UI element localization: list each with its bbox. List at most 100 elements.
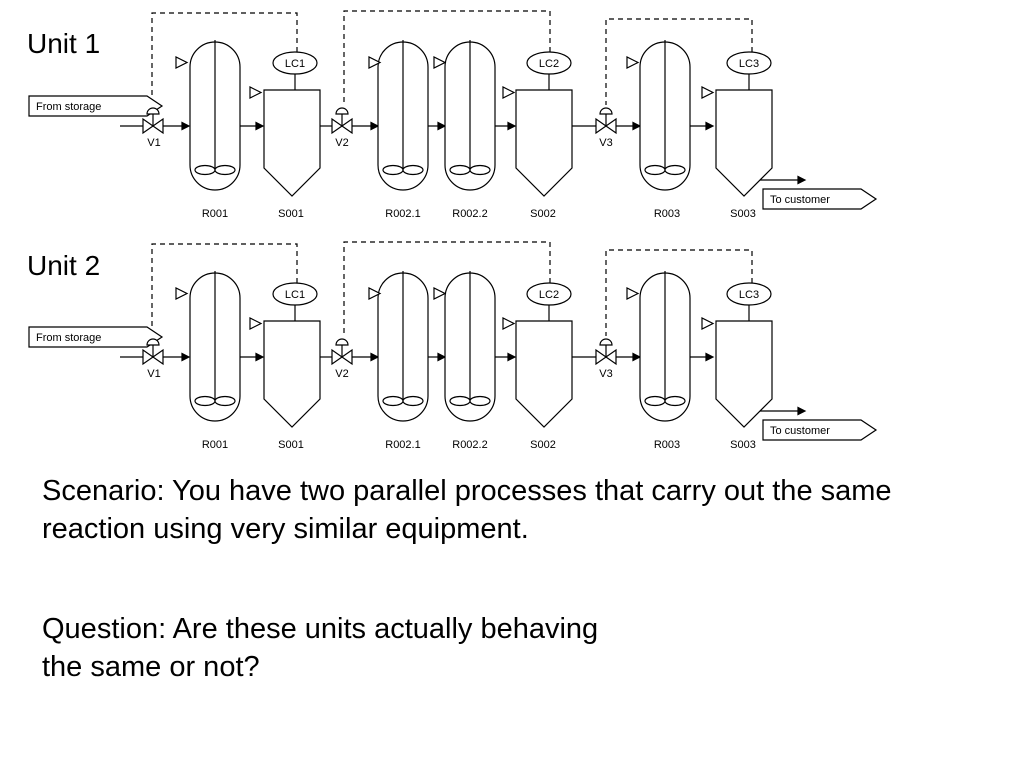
level-controller-lc2-label: LC2 xyxy=(539,58,559,70)
separator-s002 xyxy=(515,320,573,428)
separator-s002 xyxy=(515,89,573,197)
to-customer-label-text: To customer xyxy=(770,425,830,437)
equipment-label-r002-1: R002.1 xyxy=(385,439,420,451)
equipment-label-s001: S001 xyxy=(278,208,304,220)
feed-marker-s002 xyxy=(502,317,516,330)
arrow-into-s003 xyxy=(705,352,715,362)
from-storage-label-text: From storage xyxy=(36,332,101,344)
equipment-label-s002: S002 xyxy=(530,208,556,220)
valve-label-v2: V2 xyxy=(335,368,348,380)
arrow-into-r003 xyxy=(632,121,642,131)
arrow-into-r002-2 xyxy=(437,352,447,362)
reactor-r002-1-impeller-left xyxy=(382,395,404,407)
feed-marker-s003 xyxy=(701,86,715,99)
reactor-r003-impeller-right xyxy=(664,164,686,176)
arrow-to-customer xyxy=(797,175,807,185)
level-controller-lc1-label: LC1 xyxy=(285,289,305,301)
reactor-r002-1-impeller-right xyxy=(402,164,424,176)
feed-marker-r002-1 xyxy=(368,287,382,300)
valve-label-v3: V3 xyxy=(599,137,612,149)
reactor-r003-impeller-right xyxy=(664,395,686,407)
arrow-into-s002 xyxy=(507,121,517,131)
equipment-label-r001: R001 xyxy=(202,208,228,220)
feed-marker-s002 xyxy=(502,86,516,99)
arrow-into-s002 xyxy=(507,352,517,362)
equipment-label-r002-2: R002.2 xyxy=(452,439,487,451)
equipment-label-s001: S001 xyxy=(278,439,304,451)
valve-label-v2: V2 xyxy=(335,137,348,149)
reactor-r002-2-impeller-left xyxy=(449,164,471,176)
equipment-label-s003: S003 xyxy=(730,439,756,451)
control-valve-v2-actuator xyxy=(335,107,349,115)
reactor-r002-1-impeller-right xyxy=(402,395,424,407)
feed-marker-r003 xyxy=(626,56,640,69)
to-customer-label xyxy=(762,188,878,210)
arrow-into-r003 xyxy=(632,352,642,362)
equipment-label-r002-1: R002.1 xyxy=(385,208,420,220)
reactor-r001-impeller-left xyxy=(194,395,216,407)
control-valve-v3-actuator xyxy=(599,107,613,115)
reactor-r003-impeller-left xyxy=(644,395,666,407)
level-controller-lc3-label: LC3 xyxy=(739,58,759,70)
control-valve-v1-actuator xyxy=(146,338,160,346)
separator-s003 xyxy=(715,320,773,428)
unit-2-title: Unit 2 xyxy=(27,250,101,281)
reactor-r002-2-impeller-left xyxy=(449,395,471,407)
equipment-label-r002-2: R002.2 xyxy=(452,208,487,220)
control-valve-v1-actuator xyxy=(146,107,160,115)
feed-marker-r001 xyxy=(175,287,189,300)
control-signal-lc2-v2 xyxy=(343,10,551,105)
from-storage-label-text: From storage xyxy=(36,101,101,113)
valve-label-v3: V3 xyxy=(599,368,612,380)
to-customer-label xyxy=(762,419,878,441)
reactor-r002-2-impeller-right xyxy=(469,164,491,176)
control-signal-lc1-v1 xyxy=(151,243,298,336)
reactor-r001-impeller-left xyxy=(194,164,216,176)
scenario-text: Scenario: You have two parallel processe… xyxy=(42,475,892,545)
control-signal-lc2-v2 xyxy=(343,241,551,336)
separator-s001 xyxy=(263,320,321,428)
reactor-r001-impeller-right xyxy=(214,395,236,407)
to-customer-label-text: To customer xyxy=(770,194,830,206)
arrow-into-r002-1 xyxy=(370,121,380,131)
equipment-label-s003: S003 xyxy=(730,208,756,220)
arrow-into-s001 xyxy=(255,121,265,131)
feed-marker-r002-2 xyxy=(433,287,447,300)
arrow-to-customer xyxy=(797,406,807,416)
control-valve-v2-actuator xyxy=(335,338,349,346)
feed-marker-r002-1 xyxy=(368,56,382,69)
reactor-r002-1-impeller-left xyxy=(382,164,404,176)
equipment-label-r003: R003 xyxy=(654,439,680,451)
reactor-r001-impeller-right xyxy=(214,164,236,176)
question-text: Question: Are these units actually behav… xyxy=(42,613,599,683)
equipment-label-r001: R001 xyxy=(202,439,228,451)
feed-marker-r001 xyxy=(175,56,189,69)
arrow-into-r001 xyxy=(181,121,191,131)
valve-label-v1: V1 xyxy=(147,137,160,149)
feed-marker-s001 xyxy=(249,86,263,99)
level-controller-lc1-label: LC1 xyxy=(285,58,305,70)
arrow-into-s001 xyxy=(255,352,265,362)
reactor-r002-2-impeller-right xyxy=(469,395,491,407)
arrow-into-r002-2 xyxy=(437,121,447,131)
feed-marker-r003 xyxy=(626,287,640,300)
feed-marker-s003 xyxy=(701,317,715,330)
feed-marker-s001 xyxy=(249,317,263,330)
level-controller-lc2-label: LC2 xyxy=(539,289,559,301)
arrow-into-r002-1 xyxy=(370,352,380,362)
unit-1-title: Unit 1 xyxy=(27,28,101,59)
separator-s003 xyxy=(715,89,773,197)
arrow-into-s003 xyxy=(705,121,715,131)
equipment-label-s002: S002 xyxy=(530,439,556,451)
control-valve-v3-actuator xyxy=(599,338,613,346)
equipment-label-r003: R003 xyxy=(654,208,680,220)
level-controller-lc3-label: LC3 xyxy=(739,289,759,301)
control-signal-lc1-v1 xyxy=(151,12,298,105)
valve-label-v1: V1 xyxy=(147,368,160,380)
reactor-r003-impeller-left xyxy=(644,164,666,176)
separator-s001 xyxy=(263,89,321,197)
feed-marker-r002-2 xyxy=(433,56,447,69)
arrow-into-r001 xyxy=(181,352,191,362)
